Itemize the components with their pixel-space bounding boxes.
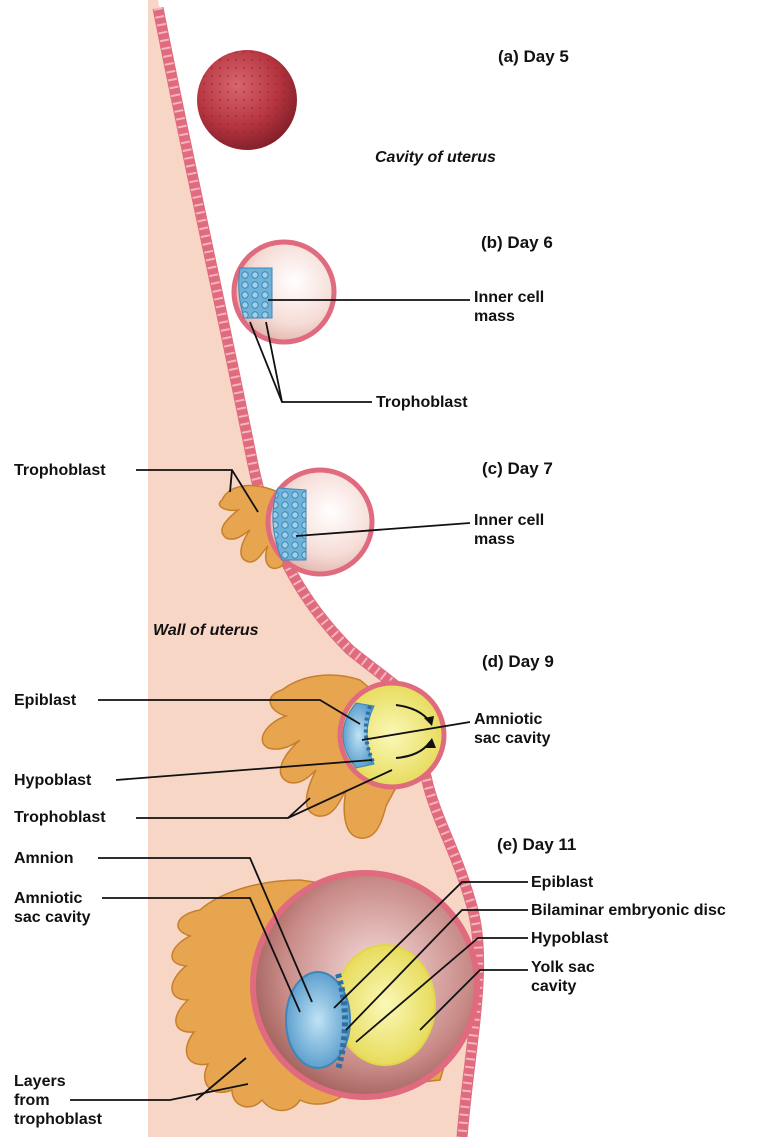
label-b-trophoblast: Trophoblast <box>376 393 468 412</box>
inner-cell-mass-day7 <box>273 488 306 560</box>
label-e-bilaminar-disc: Bilaminar embryonic disc <box>531 901 726 920</box>
stage-c-title: (c) Day 7 <box>482 459 553 479</box>
cavity-of-uterus-label: Cavity of uterus <box>375 149 496 167</box>
label-e-amnion: Amnion <box>14 849 74 868</box>
label-e-yolk-sac-cavity: Yolk sac cavity <box>531 958 595 996</box>
label-e-epiblast: Epiblast <box>531 873 593 892</box>
label-e-amniotic-sac-cavity: Amniotic sac cavity <box>14 889 91 927</box>
morula-texture <box>197 50 297 150</box>
stage-b-title: (b) Day 6 <box>481 233 553 253</box>
label-b-inner-cell-mass: Inner cell mass <box>474 288 544 326</box>
label-d-amniotic-sac-cavity: Amniotic sac cavity <box>474 710 551 748</box>
stage-e-title: (e) Day 11 <box>497 835 576 855</box>
wall-of-uterus-label: Wall of uterus <box>153 622 259 640</box>
label-e-layers-from-trophoblast: Layers from trophoblast <box>14 1072 102 1129</box>
stage-d-title: (d) Day 9 <box>482 652 554 672</box>
label-d-trophoblast: Trophoblast <box>14 808 106 827</box>
label-e-hypoblast: Hypoblast <box>531 929 608 948</box>
label-d-hypoblast: Hypoblast <box>14 771 91 790</box>
yolk-sac <box>335 945 435 1065</box>
inner-cell-mass-day6 <box>239 268 272 318</box>
stage-a-title: (a) Day 5 <box>498 47 569 67</box>
label-c-trophoblast: Trophoblast <box>14 461 106 480</box>
label-c-inner-cell-mass: Inner cell mass <box>474 511 544 549</box>
label-d-epiblast: Epiblast <box>14 691 76 710</box>
